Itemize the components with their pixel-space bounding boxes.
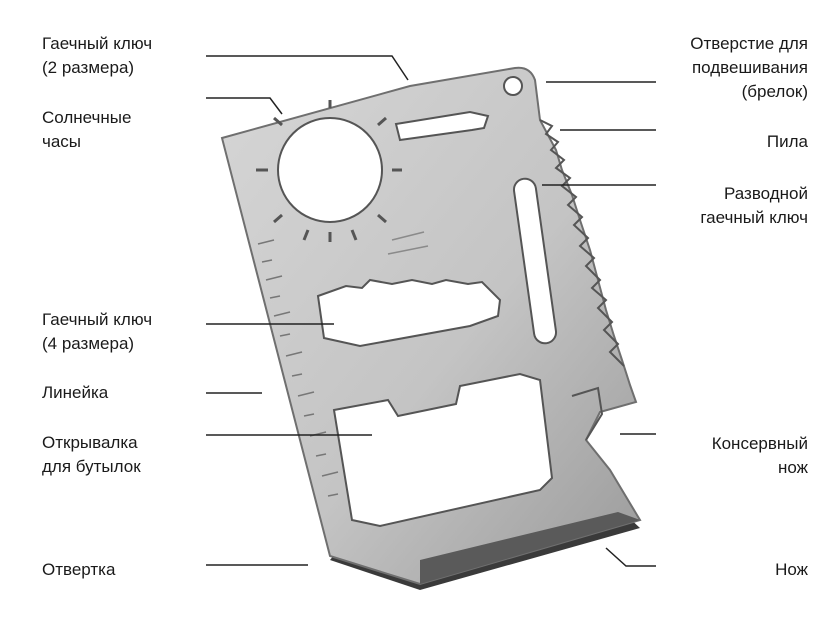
label-sundial: Солнечные часы	[42, 108, 132, 151]
label-adjustable-wrench: Разводной гаечный ключ	[700, 184, 808, 227]
multitool-card	[220, 66, 642, 590]
hanging-hole	[503, 76, 523, 96]
label-ruler: Линейка	[42, 383, 109, 402]
can-opener-notch	[571, 386, 604, 441]
label-knife: Нож	[775, 560, 808, 579]
wrench-4-cutout	[316, 278, 502, 348]
label-screwdriver: Отвертка	[42, 560, 116, 579]
knife-edge	[420, 512, 640, 584]
adjustable-wrench-slot	[512, 177, 558, 345]
label-can-opener: Консервный нож	[711, 434, 808, 477]
leader-lines	[206, 55, 656, 567]
wrench-2-slot	[394, 110, 490, 142]
sundial-circle	[277, 117, 383, 223]
sundial-marks	[256, 100, 402, 242]
label-saw: Пила	[766, 132, 808, 151]
leader-sundial	[206, 97, 283, 115]
leader-knife	[605, 547, 656, 567]
label-bottle-opener: Открывалка для бутылок	[42, 433, 141, 476]
engraving	[387, 231, 429, 255]
label-wrench-2-sizes: Гаечный ключ (2 размера)	[42, 34, 153, 77]
bottle-opener-cutout	[332, 372, 554, 528]
leader-wrench-2	[206, 55, 409, 81]
label-wrench-4-sizes: Гаечный ключ (4 размера)	[42, 310, 153, 353]
saw-teeth	[539, 119, 625, 367]
label-hanging-hole: Отверстие для подвешивания (брелок)	[690, 34, 808, 101]
ruler-ticks	[257, 239, 339, 497]
